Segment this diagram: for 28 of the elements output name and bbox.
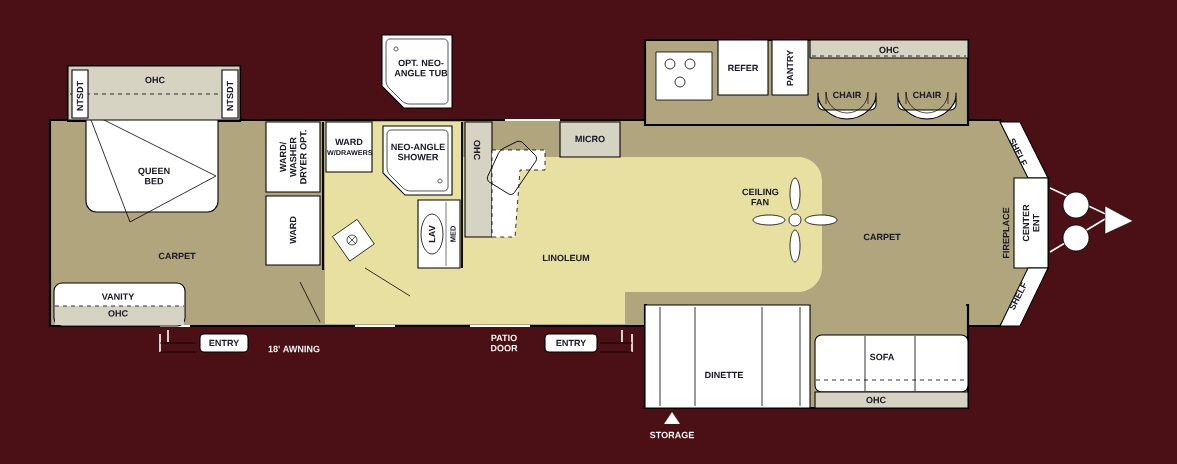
fireplace-label: FIREPLACE xyxy=(1002,207,1010,259)
floor-label: CARPET xyxy=(158,252,196,260)
microwave: MICRO xyxy=(559,121,621,158)
dinette: DINETTE xyxy=(644,304,811,409)
overhead-cabinet: OHC xyxy=(464,121,493,238)
ceiling-fan-label: CEILING FAN xyxy=(742,188,779,206)
awning-label: 18' AWNING xyxy=(268,345,320,353)
refrigerator: REFER xyxy=(717,39,769,96)
wardrobe: WARD xyxy=(265,195,321,266)
chair: CHAIR xyxy=(897,91,957,120)
overhead-cabinet: OHC xyxy=(814,391,969,409)
overhead-cabinet: OHC xyxy=(809,39,969,59)
wardrobe: WARD/ WASHER DRYER OPT. xyxy=(265,121,321,193)
nightstand: NTSDT xyxy=(71,69,89,119)
floor-label: CARPET xyxy=(863,233,901,241)
sofa: SOFA xyxy=(814,334,969,393)
storage-label: STORAGE xyxy=(649,431,694,439)
shower: NEO-ANGLE SHOWER xyxy=(382,125,453,196)
door-label: PATIO DOOR xyxy=(491,334,518,352)
nightstand: NTSDT xyxy=(221,69,239,119)
chair: CHAIR xyxy=(817,91,877,120)
entry-sign: ENTRY xyxy=(199,333,249,353)
bathtub: OPT. NEO-ANGLE TUB xyxy=(381,34,453,109)
vanity: VANITY OHC xyxy=(53,282,186,327)
pantry: PANTRY xyxy=(771,39,809,96)
entry-sign: ENTRY xyxy=(544,333,598,353)
floor-label: LINOLEUM xyxy=(542,254,590,262)
entertainment-center: CENTER ENT xyxy=(1013,177,1049,269)
